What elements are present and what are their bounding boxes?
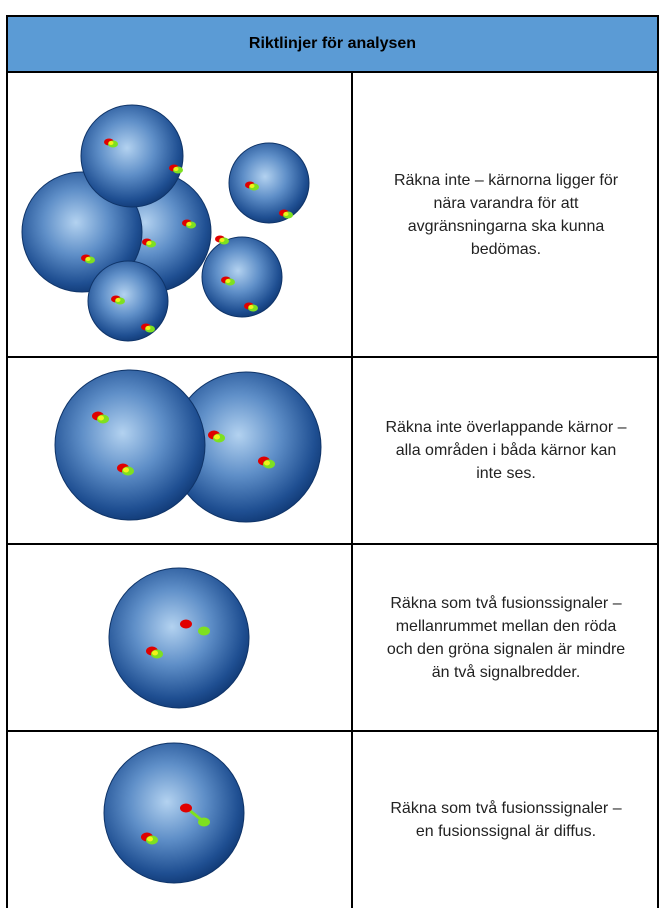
table-row: Räkna som två fusionssignaler – en fusio… — [6, 732, 659, 908]
table-row: Räkna inte – kärnorna ligger för nära va… — [6, 73, 659, 358]
row-description: Räkna som två fusionssignaler – mellanru… — [386, 594, 626, 681]
row-description: Räkna inte – kärnorna ligger för nära va… — [393, 171, 619, 258]
table-row: Räkna inte överlappande kärnor – alla om… — [6, 358, 659, 545]
signal-pairs — [146, 619, 210, 659]
table-row: Räkna som två fusionssignaler – mellanru… — [6, 545, 659, 732]
nuclei-illustration-cluster — [8, 73, 353, 356]
row-description: Räkna som två fusionssignaler – en fusio… — [390, 800, 622, 840]
nuclei-illustration-diffuse-signal — [8, 732, 353, 908]
signal-pairs — [141, 803, 210, 845]
row-description: Räkna inte överlappande kärnor – alla om… — [385, 419, 627, 482]
signal-pairs — [92, 411, 275, 476]
nuclei-illustration-overlap — [8, 358, 353, 543]
nuclei-illustration-separate-signals — [8, 545, 353, 730]
signal-pairs — [81, 138, 293, 333]
table-header: Riktlinjer för analysen — [6, 15, 659, 73]
